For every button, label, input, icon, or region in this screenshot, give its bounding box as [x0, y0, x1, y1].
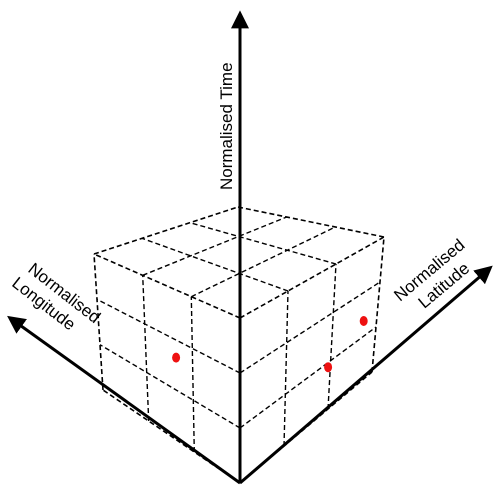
left-face-gridline-v [96, 298, 241, 374]
right-face-gridline-v [239, 326, 377, 429]
data-points [172, 316, 368, 373]
cube-edge [93, 253, 104, 391]
top-face-gridline-u [190, 226, 336, 298]
cube-edge [102, 389, 241, 484]
left-face-gridline-u [142, 275, 150, 422]
right-face-gridline-u [327, 263, 337, 410]
time-axis-label: Normalised Time [217, 62, 236, 190]
data-point [324, 362, 333, 373]
data-point [172, 352, 181, 363]
longitude-axis-label: Normalised Longitude [8, 259, 104, 334]
cube-edge [93, 253, 241, 319]
latitude-axis [239, 265, 493, 485]
latitude-axis-label: Normalised Latitude [390, 235, 473, 312]
longitude-axis [7, 315, 241, 485]
cube-grid [96, 216, 381, 453]
cube-edge [239, 371, 373, 484]
cube-edge [93, 206, 239, 255]
top-face-gridline-v [141, 237, 289, 292]
cube-edge [239, 236, 385, 319]
left-face-gridline-v [99, 344, 241, 429]
cube-edge [237, 206, 385, 238]
data-point [359, 316, 368, 326]
left-face-gridline-u [190, 296, 195, 453]
top-face-gridline-v [189, 222, 337, 265]
cube-edge [371, 236, 385, 373]
top-face-gridline-u [142, 216, 287, 276]
right-face-gridline-u [283, 290, 289, 447]
cube-edges [93, 206, 385, 484]
right-face-gridline-v [239, 281, 381, 374]
